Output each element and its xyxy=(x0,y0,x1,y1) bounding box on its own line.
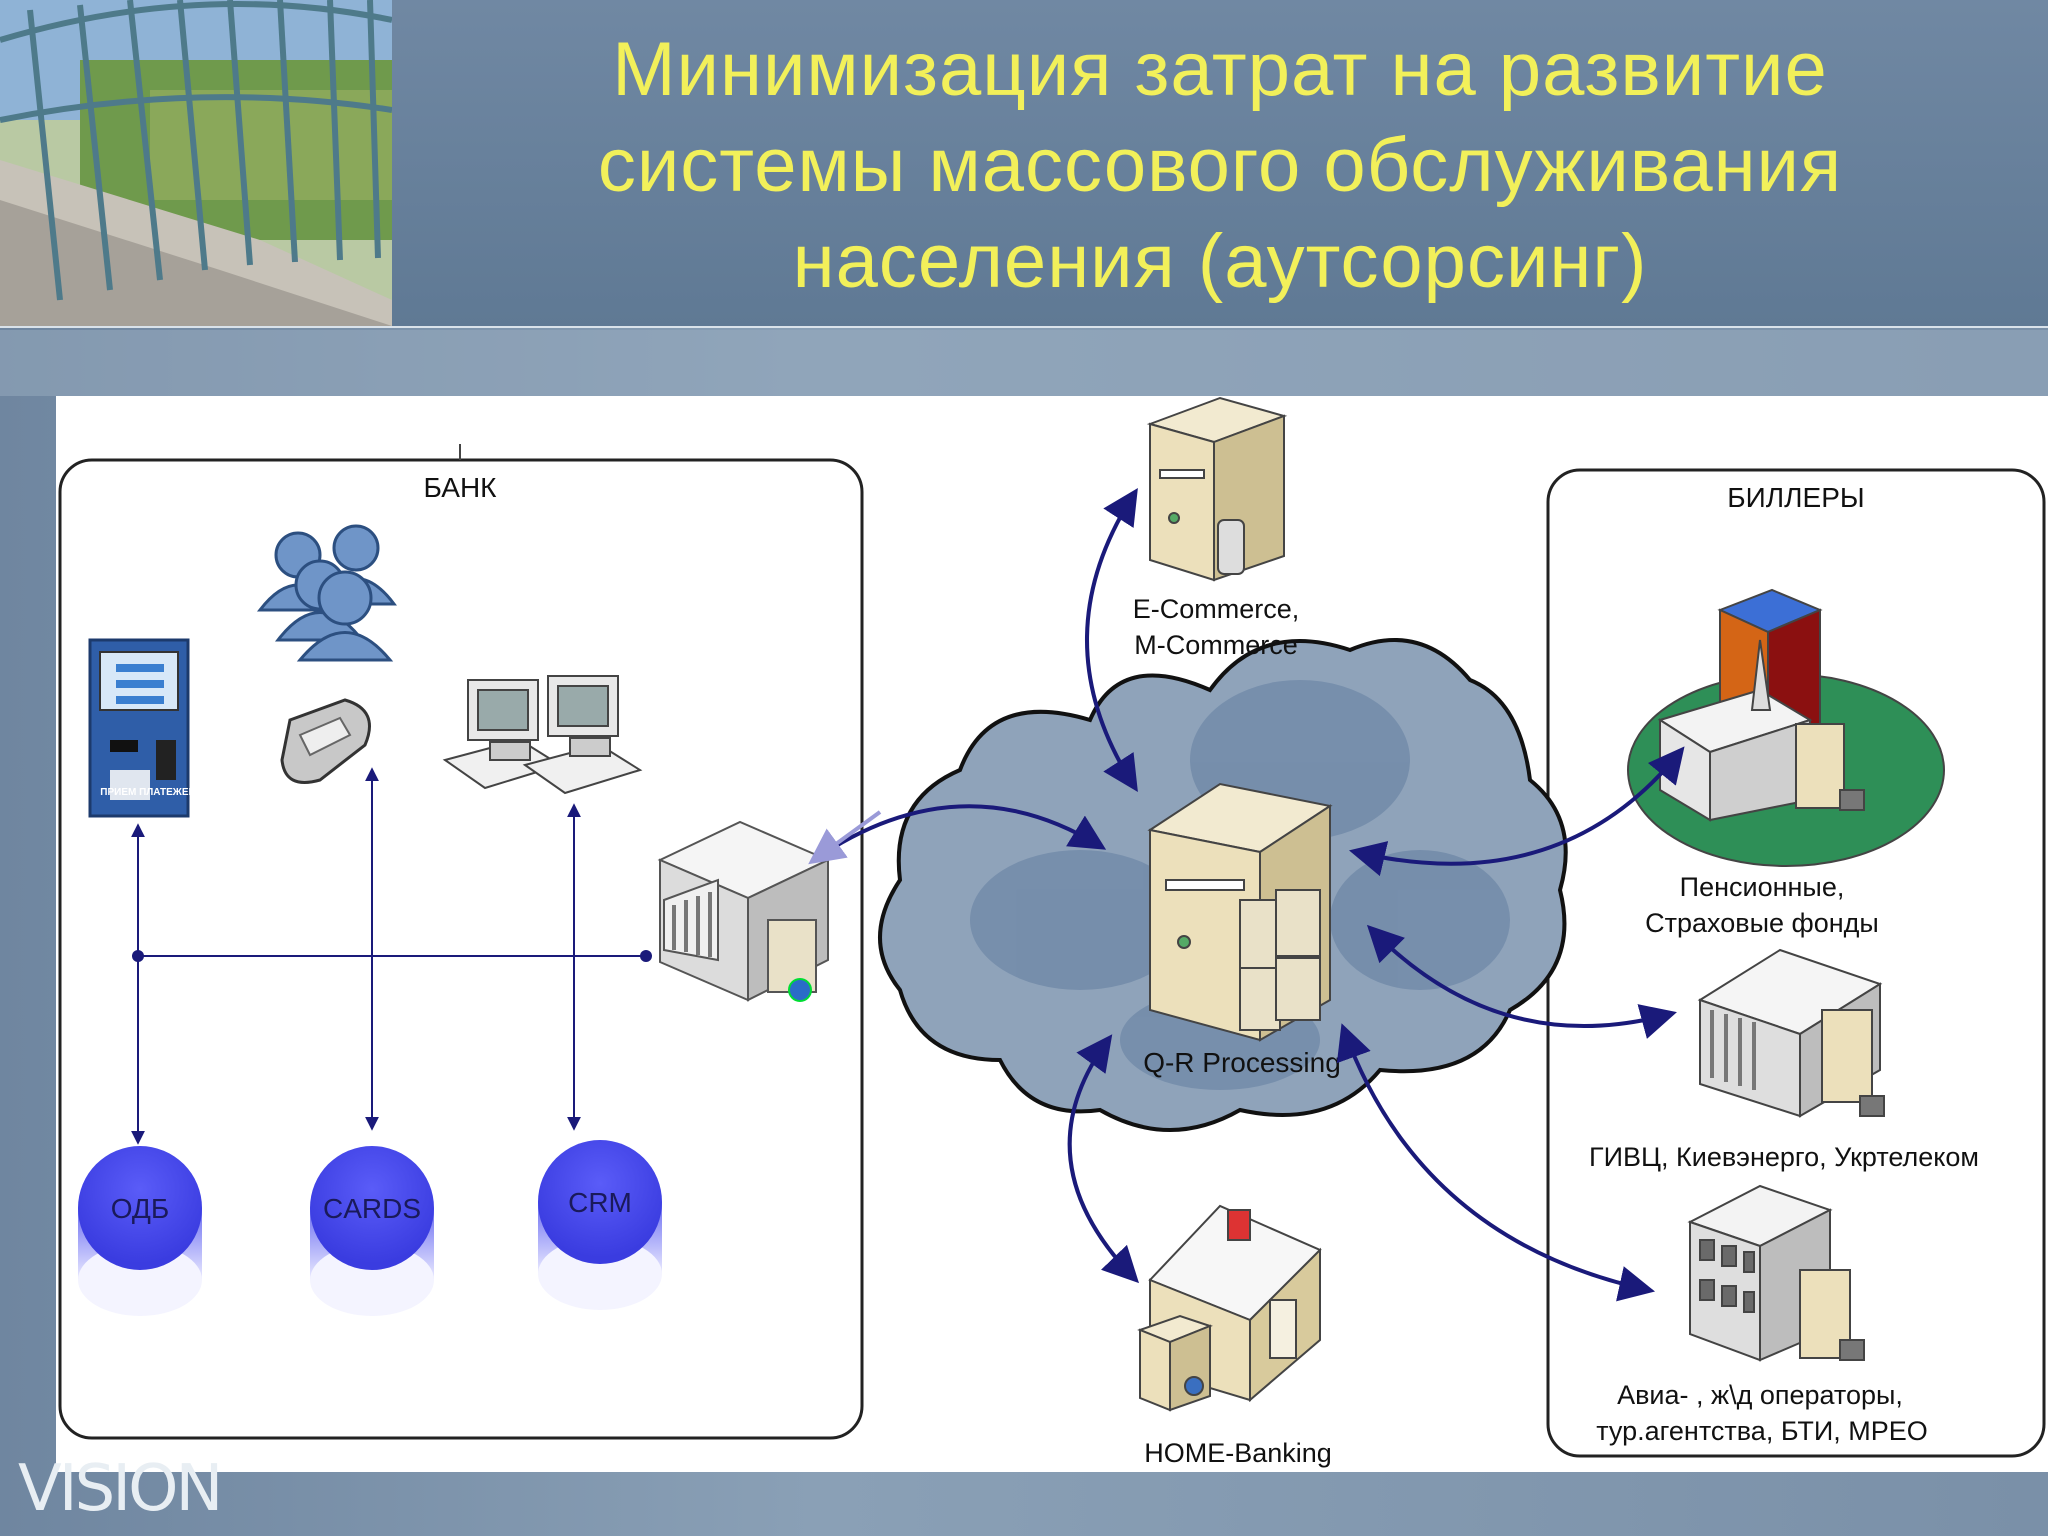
database-odb: ОДБ xyxy=(78,1146,202,1316)
title-line-1: Минимизация затрат на развитие xyxy=(612,27,1828,112)
arrow-utilities xyxy=(1366,924,1677,1039)
arrow-ecommerce-processing xyxy=(1085,487,1138,793)
arrow-bank-processing xyxy=(812,804,1107,862)
database-crm: CRM xyxy=(538,1140,662,1310)
pension-label-line-1: Пенсионные, xyxy=(1680,872,1845,902)
utilities-label: ГИВЦ, Киевэнерго, Укртелеком xyxy=(1589,1142,1979,1172)
title-line-2: системы массового обслуживания xyxy=(597,123,1843,208)
database-crm-label: CRM xyxy=(568,1187,632,1218)
operators-building-icon xyxy=(1687,1184,1865,1362)
processing-label: Q-R Processing xyxy=(1143,1047,1341,1078)
arrow-operators xyxy=(1336,1023,1656,1302)
ecommerce-server-icon xyxy=(1146,396,1288,582)
bridge-photo xyxy=(0,0,392,326)
database-cards: CARDS xyxy=(310,1146,434,1316)
database-cards-label: CARDS xyxy=(323,1193,421,1224)
home-banking-label: HOME-Banking xyxy=(1144,1438,1332,1468)
billers-label: БИЛЛЕРЫ xyxy=(1727,482,1864,513)
utilities-building-icon xyxy=(1697,948,1885,1118)
home-banking-house-icon xyxy=(1137,1204,1322,1412)
arrow-home-banking xyxy=(1067,1034,1140,1284)
workstations-icon xyxy=(442,675,643,795)
payment-kiosk-icon: ПРИЕМ ПЛАТЕЖЕЙ xyxy=(88,638,196,818)
mobile-phone-icon xyxy=(280,698,371,784)
arrow-pension xyxy=(1348,746,1685,877)
ecommerce-label-line-2: M-Commerce xyxy=(1134,630,1298,660)
header-divider xyxy=(0,326,2048,328)
kiosk-sign: ПРИЕМ ПЛАТЕЖЕЙ xyxy=(100,785,195,798)
customers-group-icon xyxy=(256,524,397,662)
bank-label: БАНК xyxy=(424,472,498,503)
decorative-band xyxy=(0,330,2048,396)
operators-label-line-1: Авиа- , ж\д операторы, xyxy=(1617,1380,1903,1410)
data-flow-arrows xyxy=(808,487,1685,1302)
arrow-bank-light xyxy=(808,810,882,865)
bank-internal-links xyxy=(131,767,648,1145)
pension-funds-building-icon xyxy=(1627,588,1945,867)
operators-label-line-2: тур.агентства, БТИ, МРЕО xyxy=(1596,1416,1928,1446)
vision-logo: VISION xyxy=(18,1452,223,1526)
processing-server-icon xyxy=(1147,782,1333,1042)
database-odb-label: ОДБ xyxy=(111,1193,170,1224)
title-line-3: населения (аутсорсинг) xyxy=(792,219,1648,304)
slide-title: Минимизация затрат на развитие системы м… xyxy=(480,22,1960,310)
pension-label-line-2: Страховые фонды xyxy=(1645,908,1879,938)
bank-building-icon xyxy=(657,820,831,1002)
ecommerce-label-line-1: E-Commerce, xyxy=(1133,594,1300,624)
